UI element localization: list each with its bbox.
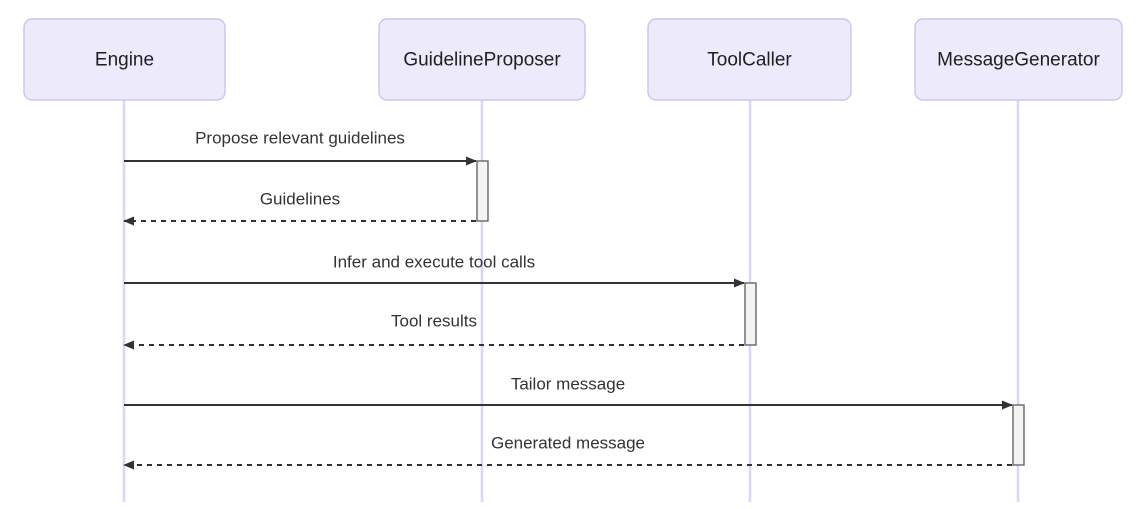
message-label-3: Infer and execute tool calls (333, 252, 535, 271)
participant-label-guideline_proposer: GuidelineProposer (403, 50, 561, 71)
activation-bar-tool_caller (744, 282, 757, 346)
participant-label-tool_caller: ToolCaller (707, 50, 792, 71)
message-label-1: Propose relevant guidelines (195, 128, 405, 147)
participant-engine[interactable]: Engine (23, 18, 226, 101)
participant-box-guideline_proposer[interactable] (378, 18, 586, 101)
participant-label-engine: Engine (95, 50, 154, 71)
message-label-5: Tailor message (511, 374, 625, 393)
participant-box-tool_caller[interactable] (647, 18, 852, 101)
participant-label-message_generator: MessageGenerator (937, 50, 1100, 71)
participant-message_generator[interactable]: MessageGenerator (914, 18, 1123, 101)
participant-box-message_generator[interactable] (914, 18, 1123, 101)
activation-bar-guideline_proposer (476, 160, 489, 222)
message-label-4: Tool results (391, 311, 477, 330)
participant-tool_caller[interactable]: ToolCaller (647, 18, 852, 101)
messages-group: Propose relevant guidelinesGuidelinesInf… (123, 128, 1013, 470)
activations-group (476, 160, 1025, 466)
message-label-2: Guidelines (260, 189, 340, 208)
message-label-6: Generated message (491, 433, 645, 452)
participants-group: Engine GuidelineProposer ToolCaller Message… (23, 18, 1123, 101)
participant-guideline_proposer[interactable]: GuidelineProposer (378, 18, 586, 101)
participant-box-engine[interactable] (23, 18, 226, 101)
activation-bar-message_generator (1012, 404, 1025, 466)
